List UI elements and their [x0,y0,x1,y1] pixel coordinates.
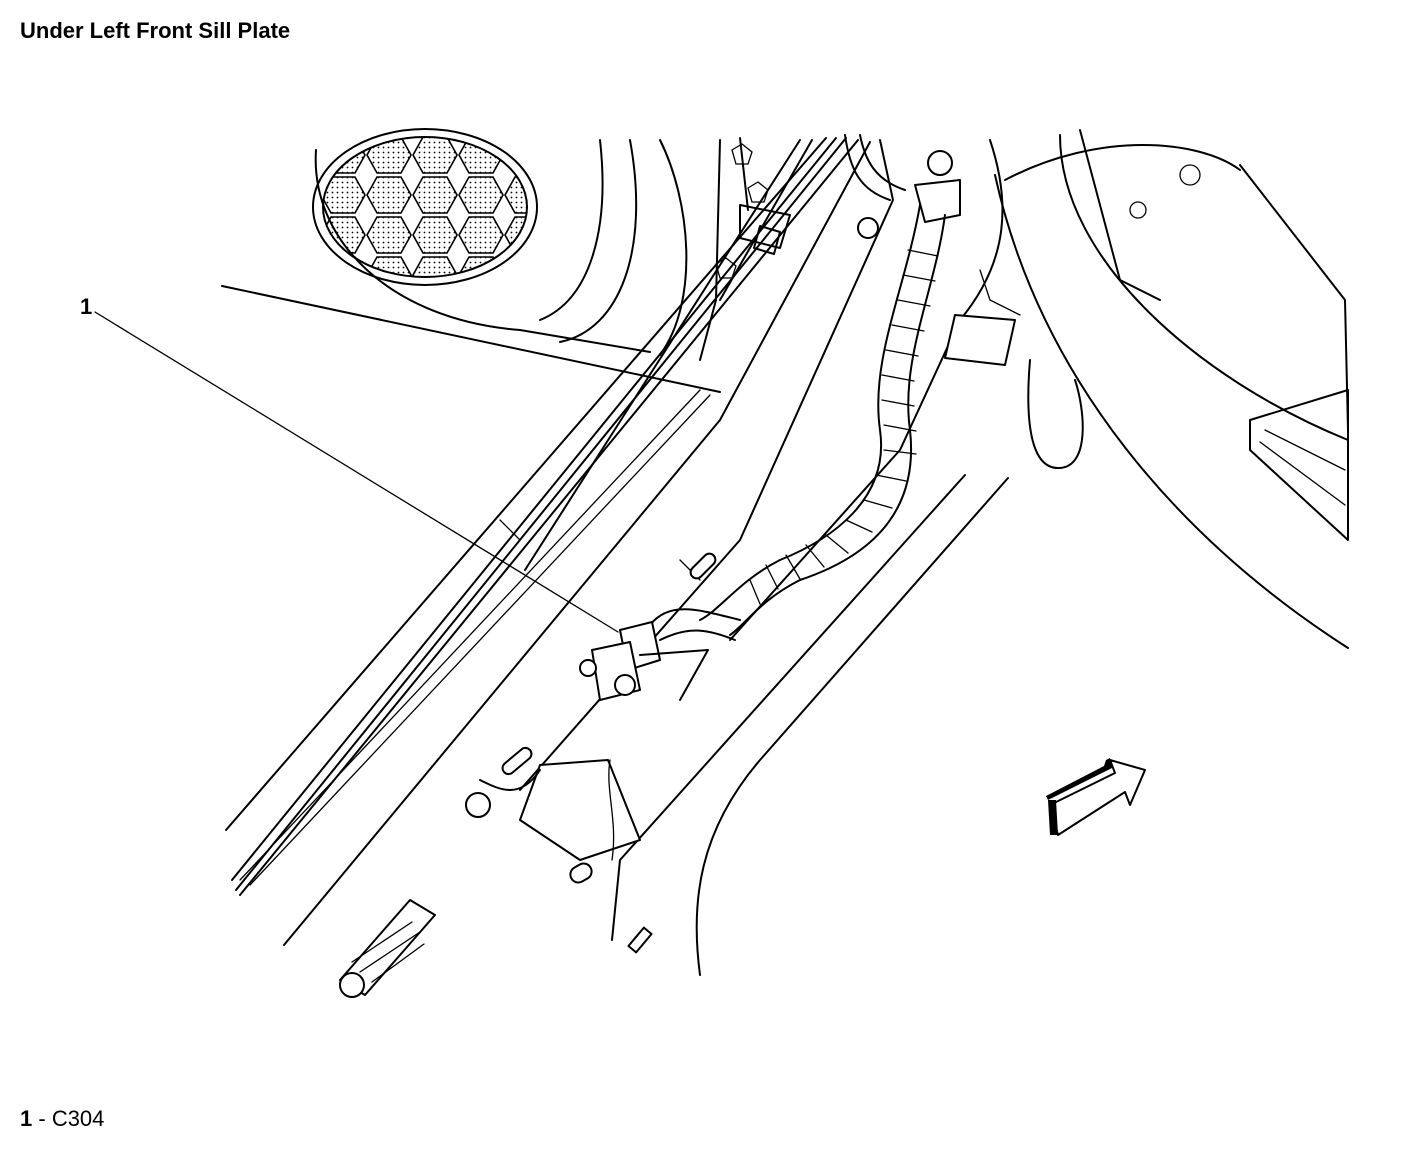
door-panel [221,137,791,393]
callout-1-label: 1 [80,294,93,319]
connector-c304 [579,621,709,701]
speaker-grille [312,128,538,286]
harness-clips [857,150,1021,366]
direction-arrow-icon [1046,758,1146,836]
lower-sill [465,519,717,954]
sill-plate [225,137,1004,946]
legend-component: C304 [51,1106,105,1131]
wiring-harness [649,134,946,641]
legend-separator: - [32,1106,52,1131]
rear-sill-handle [339,899,436,998]
floor-edge [611,129,1349,976]
callout-1-leader [94,311,619,633]
legend-number: 1 [20,1106,33,1131]
legend-item-1: 1 - C304 [20,1106,104,1132]
page-title: Under Left Front Sill Plate [20,18,291,43]
